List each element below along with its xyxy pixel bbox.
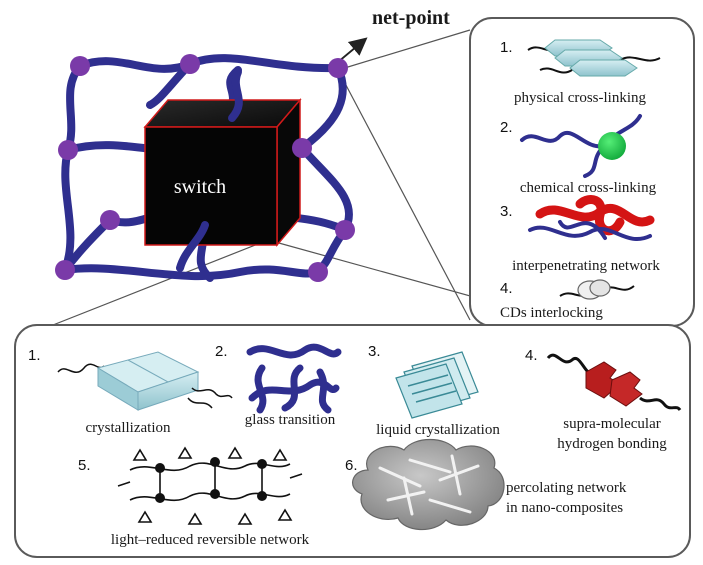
chain-over-cube	[176, 68, 243, 272]
net-point-node	[58, 140, 78, 160]
switch-item-number: 3.	[368, 343, 381, 360]
switch-item-label: crystallization	[86, 420, 171, 436]
crosslink-dots	[155, 457, 267, 503]
netpoint-item-label: chemical cross-linking	[520, 180, 657, 196]
netpoint-item-number: 1.	[500, 39, 513, 56]
switch-item-number: 1.	[28, 347, 41, 364]
netpoint-item-chemical: 2. chemical cross-linking	[500, 114, 657, 196]
switch-item-liquid-crystallization: 3. liquid crystallization	[368, 343, 500, 438]
switch-item-percolating-network: 6. percolating network in nano-composite…	[345, 439, 627, 531]
net-point-arrow	[337, 37, 368, 63]
net-point-label: net-point	[372, 7, 450, 29]
crystal-lamella-icon	[527, 39, 661, 77]
net-point-node	[328, 58, 348, 78]
net-point-node	[335, 220, 355, 240]
switch-cube: switch	[143, 97, 302, 248]
cyclodextrin-ring-icon	[559, 279, 635, 300]
amorphous-chains-icon	[246, 343, 342, 414]
switch-item-number: 2.	[215, 343, 228, 360]
switch-item-label: liquid crystallization	[376, 422, 500, 438]
switch-item-number: 5.	[78, 457, 91, 474]
netpoint-item-label: interpenetrating network	[512, 258, 660, 274]
netpoint-item-ipn: 3. interpenetrating network	[500, 195, 660, 274]
nanocomposite-cloud-icon	[352, 439, 505, 531]
liquid-crystal-sheets-icon	[395, 351, 479, 419]
switch-item-label-line1: percolating network	[506, 480, 627, 496]
nanotube-rods	[378, 454, 480, 516]
net-point-node	[180, 54, 200, 74]
netpoint-item-number: 4.	[500, 280, 513, 297]
netpoint-item-label: physical cross-linking	[514, 90, 647, 106]
net-point-node	[308, 262, 328, 282]
netpoint-item-label: CDs interlocking	[500, 305, 603, 321]
crosslink-bead-icon	[598, 132, 626, 160]
switch-item-crystallization: 1. crystallization	[28, 347, 233, 436]
switch-item-label-line1: supra-molecular	[563, 416, 660, 432]
crystal-block-icon	[57, 351, 233, 411]
hydrogen-bond-blocks-icon	[546, 353, 682, 412]
switch-item-label-line2: in nano-composites	[506, 500, 623, 516]
switch-item-glass-transition: 2. glass transition	[215, 343, 342, 428]
net-point-node	[292, 138, 312, 158]
switch-label: switch	[174, 176, 226, 198]
net-point-nodes	[55, 54, 355, 282]
switch-item-label: glass transition	[245, 412, 336, 428]
netpoint-item-physical: 1. physical cross-linking	[500, 39, 661, 106]
netpoint-item-cds: 4. CDs interlocking	[500, 279, 635, 321]
switch-item-label-line2: hydrogen bonding	[557, 436, 667, 452]
netpoint-item-number: 3.	[500, 203, 513, 220]
netpoint-connector-lines	[337, 29, 471, 321]
netpoint-item-number: 2.	[500, 119, 513, 136]
switch-item-light-network: 5. light–reduced reversible network	[78, 446, 310, 548]
net-point-node	[55, 260, 75, 280]
switch-item-label: light–reduced reversible network	[111, 532, 310, 548]
switch-item-number: 4.	[525, 347, 538, 364]
interpenetrating-network-icon	[528, 195, 655, 242]
net-point-node	[70, 56, 90, 76]
switch-item-number: 6.	[345, 457, 358, 474]
switch-item-hydrogen-bonding: 4. supra-molecular hydrogen bonding	[525, 347, 682, 452]
net-point-node	[100, 210, 120, 230]
